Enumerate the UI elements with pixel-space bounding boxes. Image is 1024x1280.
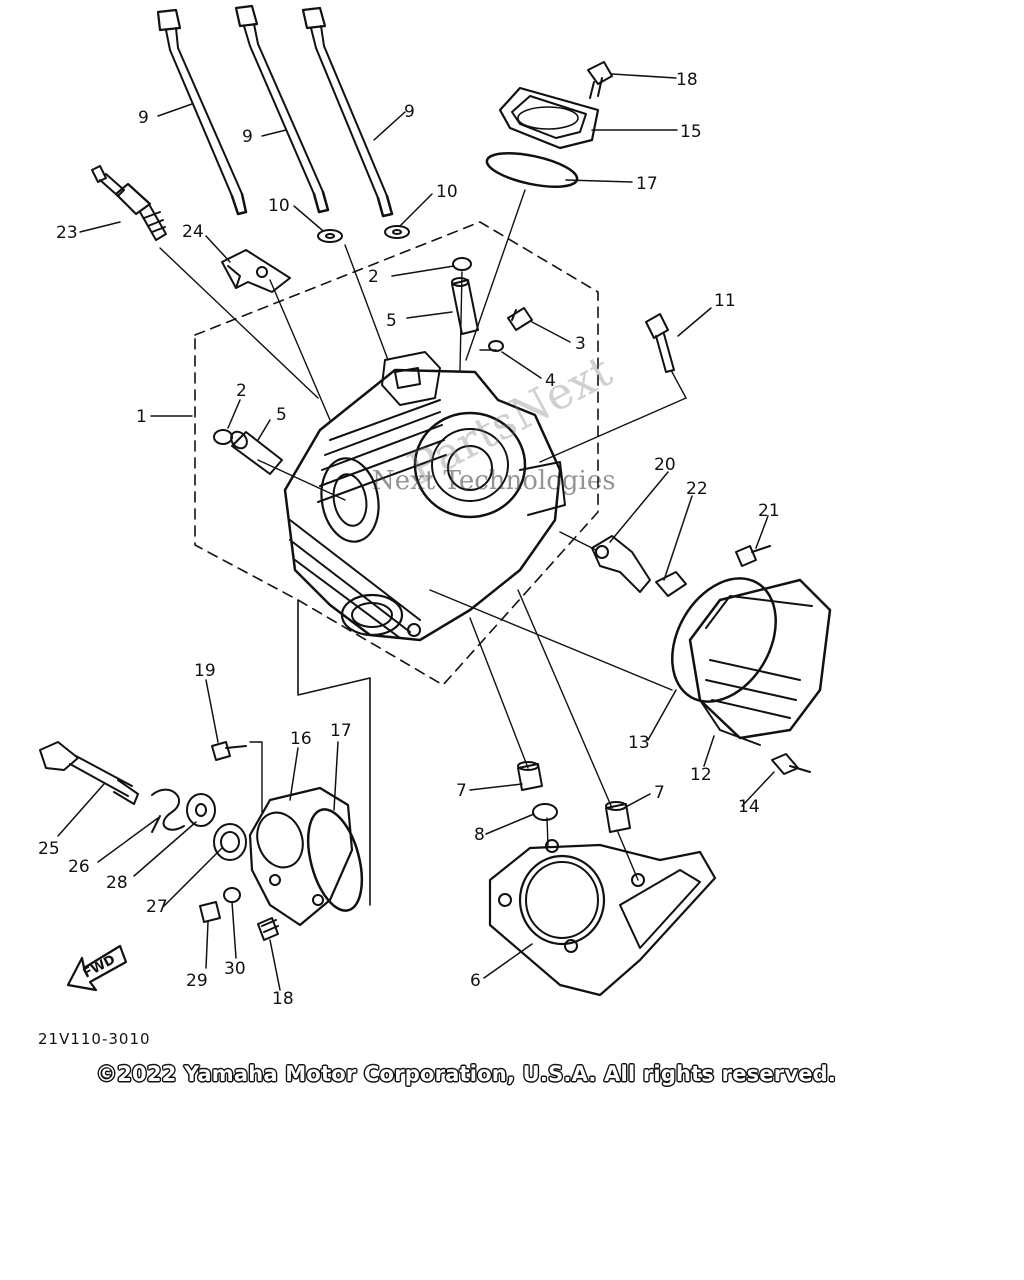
callout-15: 15 xyxy=(680,122,702,142)
drawing-number: 21V110-3010 xyxy=(38,1030,151,1048)
seal-8 xyxy=(532,803,558,821)
bolt-29 xyxy=(199,901,221,923)
rocker-arm xyxy=(591,535,651,593)
callout-9-left: 9 xyxy=(138,108,149,128)
callout-10-left: 10 xyxy=(268,196,290,216)
callout-labels: 9 9 9 18 15 17 10 10 23 24 2 5 3 4 11 2 … xyxy=(38,70,780,1009)
head-stud-right xyxy=(301,6,394,218)
callout-21: 21 xyxy=(758,501,780,521)
bolt-21 xyxy=(735,545,771,567)
callout-23: 23 xyxy=(56,223,78,243)
o-ring-lower xyxy=(306,808,364,912)
callout-2-left: 2 xyxy=(236,381,247,401)
clip-22 xyxy=(655,571,687,597)
callout-4: 4 xyxy=(545,371,556,391)
seal-27 xyxy=(213,823,247,861)
assembly-dashed-outline xyxy=(194,221,599,686)
callout-12: 12 xyxy=(690,765,712,785)
callout-5-upper: 5 xyxy=(386,311,397,331)
callout-13: 13 xyxy=(628,733,650,753)
bolt-18-lower xyxy=(257,917,279,941)
callout-1: 1 xyxy=(136,407,147,427)
callout-11: 11 xyxy=(714,291,736,311)
callout-16: 16 xyxy=(290,729,312,749)
tappet-cover-side xyxy=(688,578,832,746)
callout-7-left: 7 xyxy=(456,781,467,801)
copyright-notice: ©2022 Yamaha Motor Corporation, U.S.A. A… xyxy=(96,1062,837,1086)
callout-29: 29 xyxy=(186,971,208,991)
callout-7-right: 7 xyxy=(654,783,665,803)
washer-right xyxy=(384,225,410,239)
bracket xyxy=(221,249,291,293)
valve-guide-upper xyxy=(451,279,479,335)
o-ring-side xyxy=(671,577,777,703)
callout-8: 8 xyxy=(474,825,485,845)
callout-3: 3 xyxy=(575,334,586,354)
callout-10-right: 10 xyxy=(436,182,458,202)
cylinder-head xyxy=(283,351,566,642)
head-gasket xyxy=(488,839,717,997)
valve-guide-left xyxy=(231,431,283,475)
fwd-arrow xyxy=(66,944,128,992)
callout-26: 26 xyxy=(68,857,90,877)
callout-27: 27 xyxy=(146,897,168,917)
washer-left xyxy=(317,229,343,243)
head-stud-left xyxy=(156,8,248,216)
bolt-3 xyxy=(507,307,533,331)
bolt-11 xyxy=(645,313,675,373)
callout-24: 24 xyxy=(182,222,204,242)
spark-plug xyxy=(91,165,167,241)
callout-14: 14 xyxy=(738,797,760,817)
washer-30 xyxy=(223,887,241,903)
callout-18-lower: 18 xyxy=(272,989,294,1009)
tappet-cover-top xyxy=(498,61,613,150)
washer-28 xyxy=(186,793,216,827)
dowel-pin-left xyxy=(517,761,543,791)
bolt-19 xyxy=(211,741,247,761)
callout-18-top: 18 xyxy=(676,70,698,90)
callout-19: 19 xyxy=(194,661,216,681)
callout-5-left: 5 xyxy=(276,405,287,425)
callout-30: 30 xyxy=(224,959,246,979)
spring-26 xyxy=(151,788,185,833)
callout-20: 20 xyxy=(654,455,676,475)
clip-2-upper xyxy=(452,257,472,271)
clip-2-left xyxy=(213,429,233,445)
callout-17-lower: 17 xyxy=(330,721,352,741)
callout-22: 22 xyxy=(686,479,708,499)
head-stud-middle xyxy=(234,4,330,214)
callout-9-right: 9 xyxy=(404,102,415,122)
callout-28: 28 xyxy=(106,873,128,893)
shaft-25 xyxy=(39,741,139,805)
o-ring-top xyxy=(485,152,579,188)
cover-16 xyxy=(248,786,354,927)
washer-4 xyxy=(488,340,504,352)
callout-17-top: 17 xyxy=(636,174,658,194)
callout-9-middle: 9 xyxy=(242,127,253,147)
bolt-14 xyxy=(771,753,811,775)
callout-2-upper: 2 xyxy=(368,267,379,287)
callout-25: 25 xyxy=(38,839,60,859)
callout-6: 6 xyxy=(470,971,481,991)
lower-assembly-bracket xyxy=(297,599,371,906)
watermark-next-technologies: Next Technologies xyxy=(372,466,616,496)
